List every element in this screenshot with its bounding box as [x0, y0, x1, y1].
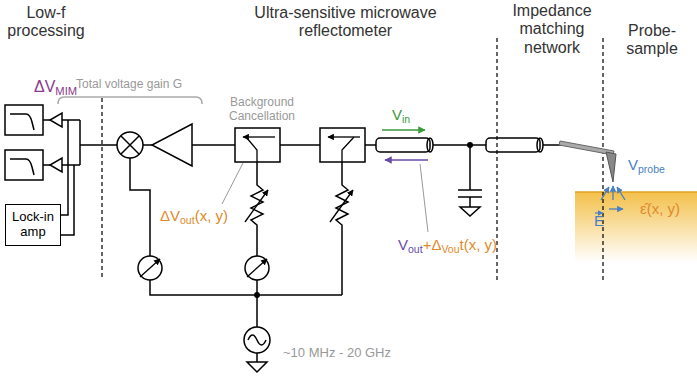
- phase-shifter: [138, 256, 162, 280]
- coax-cable: [376, 138, 430, 152]
- section-title: Impedance matching network: [504, 2, 600, 57]
- signal-source: [244, 327, 270, 353]
- annotation: Background Cancellation: [214, 96, 310, 124]
- field-label: E: [594, 212, 604, 229]
- lowpass-filter: [5, 105, 43, 135]
- annotation: Total voltage gain G: [76, 78, 182, 92]
- field-lines: [601, 186, 625, 209]
- gain-bracket: [58, 97, 202, 104]
- box-label: Lock-in amp: [6, 210, 60, 240]
- coax-cable: [486, 138, 540, 152]
- signal-name: ΔVout(x, y): [160, 207, 228, 226]
- directional-coupler: [235, 128, 280, 162]
- frequency-range: ~10 MHz - 20 GHz: [283, 346, 391, 361]
- ground: [247, 353, 267, 372]
- mixer: [117, 132, 143, 158]
- signal-name: Vprobe: [628, 156, 665, 175]
- amplifier: [152, 124, 192, 166]
- phase-shifter: [245, 256, 269, 280]
- directional-coupler: [320, 128, 365, 162]
- signal-name: Vin: [392, 106, 410, 125]
- amplifier: [50, 113, 62, 127]
- section-title: Ultra-sensitive microwave reflectometer: [238, 4, 453, 41]
- permittivity-label: ε̂(x, y): [640, 200, 680, 217]
- section-title: Probe-sample: [610, 22, 694, 59]
- signal-name: Vout+ΔVout(x, y): [398, 236, 497, 255]
- section-divider: [102, 38, 603, 280]
- instrument-box: Lock-in amp: [5, 204, 61, 246]
- capacitor: [458, 145, 482, 207]
- section-title: Low-f processing: [0, 4, 92, 41]
- sample: [575, 192, 697, 262]
- ground: [460, 207, 480, 216]
- lowpass-filter: [5, 150, 43, 180]
- signal-name: ΔVMIM: [34, 78, 77, 98]
- amplifier: [50, 158, 62, 172]
- probe-tip: [606, 152, 616, 182]
